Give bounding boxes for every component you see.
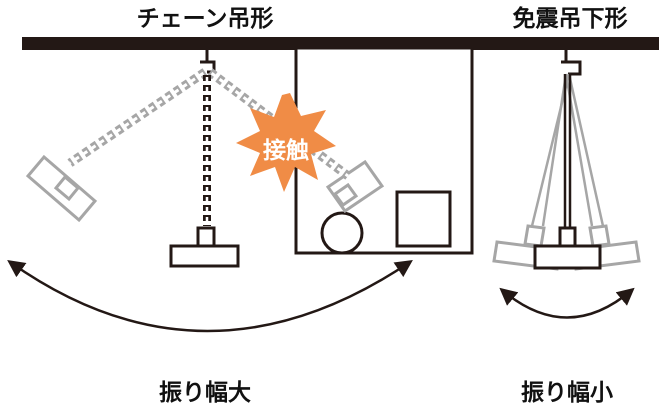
equipment-cabinet: [294, 46, 474, 255]
fixture-contact-overlay: [325, 159, 385, 214]
chain-hanging-title: チェーン吊形: [137, 6, 274, 32]
isolation-rods-swung: [530, 73, 605, 227]
contact-label: 接触: [263, 137, 309, 164]
isolation-rods-hanging: [563, 74, 572, 228]
small-swing-arrow: [499, 287, 635, 319]
isolation-hanging-title: 免震吊下形: [513, 6, 628, 32]
small-swing-label: 振り幅小: [521, 379, 613, 406]
isolation-hook: [561, 50, 582, 76]
large-swing-label: 振り幅大: [159, 379, 251, 406]
contact-burst: [236, 93, 336, 192]
large-swing-arrow: [7, 259, 413, 333]
ceiling-beam: [22, 37, 659, 50]
fixture-hanging: [169, 226, 240, 268]
fixture-swung-left: [25, 154, 98, 223]
isolation-fixture-hanging: [533, 226, 602, 270]
chain-swung-left: [67, 68, 208, 167]
